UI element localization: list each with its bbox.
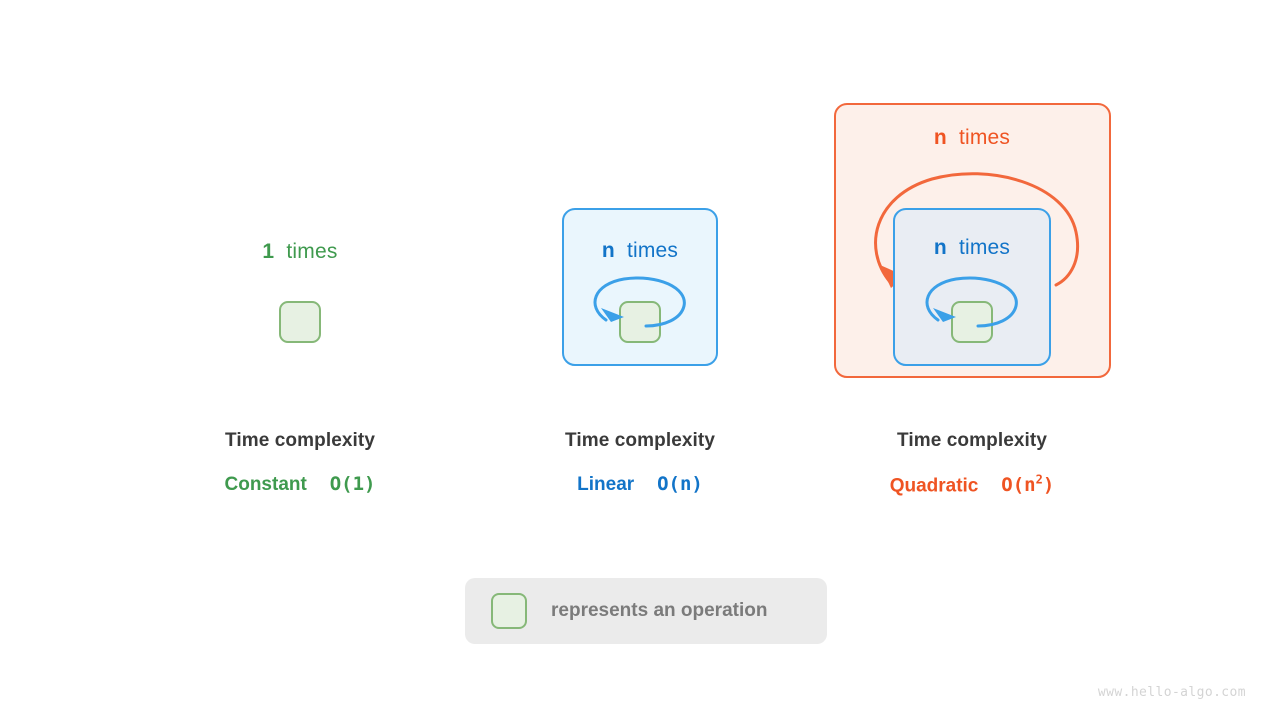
loop-count-linear: n xyxy=(601,239,615,262)
loop-count-constant: 1 xyxy=(262,240,275,263)
caption-title-constant: Time complexity xyxy=(224,430,376,451)
caption-value-constant: Constant O(1) xyxy=(150,473,450,496)
legend-operation-square xyxy=(491,593,527,629)
operation-square-constant xyxy=(279,301,321,343)
caption-constant: Time complexity Constant O(1) xyxy=(150,430,450,496)
loop-label-quadratic-inner: n times xyxy=(842,236,1102,260)
caption-title-quadratic: Time complexity xyxy=(896,430,1048,451)
loop-arrow-linear xyxy=(593,276,686,328)
loop-unit-quadratic-inner: times xyxy=(946,236,1011,259)
complexity-name-constant: Constant xyxy=(224,474,307,495)
caption-title-linear: Time complexity xyxy=(564,430,716,451)
legend-box: represents an operation xyxy=(465,578,827,644)
caption-value-quadratic: Quadratic O(n2) xyxy=(822,473,1122,497)
caption-value-linear: Linear O(n) xyxy=(490,473,790,496)
complexity-bigo-linear: O(n) xyxy=(657,473,703,495)
complexity-name-quadratic: Quadratic xyxy=(889,475,979,497)
loop-count-quadratic-inner: n xyxy=(933,236,947,259)
complexity-bigo-constant: O(1) xyxy=(329,473,376,495)
legend-label: represents an operation xyxy=(551,600,768,621)
loop-label-quadratic-outer: n times xyxy=(842,126,1102,150)
complexity-name-linear: Linear xyxy=(577,474,635,495)
panel-constant: 1 times xyxy=(170,240,430,390)
operation-square-quadratic xyxy=(951,301,993,343)
watermark: www.hello-algo.com xyxy=(1097,685,1246,700)
operation-square-linear xyxy=(619,301,661,343)
loop-unit-quadratic-outer: times xyxy=(946,126,1011,149)
panel-linear: n times xyxy=(510,239,770,389)
caption-linear: Time complexity Linear O(n) xyxy=(490,430,790,496)
loop-unit-constant: times xyxy=(274,240,338,263)
complexity-bigo-quadratic: O(n2) xyxy=(1001,473,1055,497)
loop-unit-linear: times xyxy=(614,239,679,262)
loop-label-linear: n times xyxy=(510,239,770,263)
loop-arrow-quadratic-inner xyxy=(925,276,1018,328)
panel-quadratic: n times xyxy=(842,236,1102,386)
loop-count-quadratic-outer: n xyxy=(933,126,947,149)
loop-arrow-quadratic-outer xyxy=(874,172,1080,288)
loop-label-constant: 1 times xyxy=(170,240,430,264)
caption-quadratic: Time complexity Quadratic O(n2) xyxy=(822,430,1122,497)
